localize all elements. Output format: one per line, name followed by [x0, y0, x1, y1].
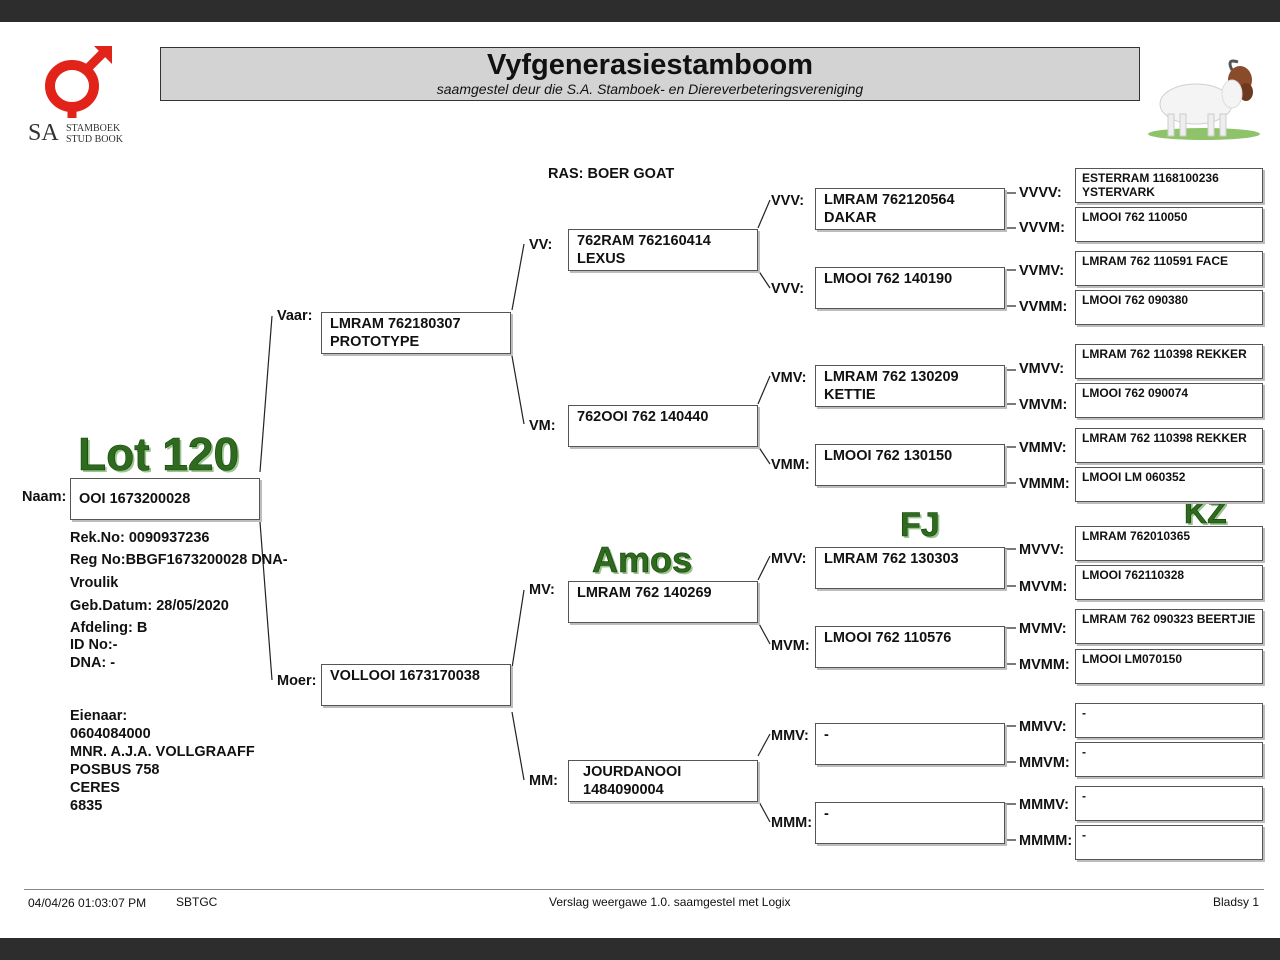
owner-number: 0604084000: [70, 726, 151, 742]
vm-label: VM:: [529, 418, 556, 434]
fj-annotation: FJ: [900, 506, 940, 545]
mvm-label: MVM:: [771, 638, 810, 654]
goat-icon: [1148, 59, 1260, 140]
dna: DNA: -: [70, 655, 116, 671]
g4-box-9: LMOOI 762110328: [1075, 565, 1263, 600]
g4-label-4: VMVV:: [1019, 361, 1065, 377]
vmm-label: VMM:: [771, 457, 810, 473]
mmm-box: -: [815, 802, 1005, 844]
g4-box-5: LMOOI 762 090074: [1075, 383, 1263, 418]
vvm-label: VVV:: [771, 281, 805, 297]
vaar-label: Vaar:: [277, 308, 313, 324]
owner-postcode: 6835: [70, 798, 103, 814]
sa-stud-book-logo: SA STAMBOEK STUD BOOK: [26, 44, 136, 148]
page-title: Vyfgenerasiestamboom: [486, 49, 814, 81]
g4-label-10: MVMV:: [1019, 621, 1067, 637]
g4-box-4: LMRAM 762 110398 REKKER: [1075, 344, 1263, 379]
mm-label: MM:: [529, 773, 558, 789]
breed-label: RAS: BOER GOAT: [548, 166, 675, 182]
subject-animal-box: OOI 1673200028: [70, 478, 260, 520]
mm-box: JOURDANOOI 1484090004: [568, 760, 758, 802]
g4-box-11: LMOOI LM070150: [1075, 649, 1263, 684]
boer-goat-picture: [1146, 52, 1262, 142]
g4-box-13: -: [1075, 742, 1263, 777]
g4-box-7: LMOOI LM 060352: [1075, 467, 1263, 502]
amos-annotation: Amos: [592, 539, 693, 580]
vvv-box: LMRAM 762120564 DAKAR: [815, 188, 1005, 230]
g4-label-11: MVMM:: [1019, 657, 1070, 673]
owner-address2: CERES: [70, 780, 120, 796]
gender-symbol-icon: [45, 46, 112, 118]
mv-label: MV:: [529, 582, 555, 598]
g4-box-14: -: [1075, 786, 1263, 821]
footer-divider: [24, 889, 1264, 890]
mvv-box: LMRAM 762 130303: [815, 547, 1005, 589]
sex: Vroulik: [70, 575, 119, 591]
rek-no: Rek.No: 0090937236: [70, 530, 210, 546]
g4-label-5: VMVM:: [1019, 397, 1068, 413]
top-dark-band: [0, 0, 1280, 22]
vv-box: 762RAM 762160414 LEXUS: [568, 229, 758, 271]
vmv-box: LMRAM 762 130209 KETTIE: [815, 365, 1005, 407]
owner-name: MNR. A.J.A. VOLLGRAAFF: [70, 744, 255, 760]
g4-label-0: VVVV:: [1019, 185, 1062, 201]
g4-box-1: LMOOI 762 110050: [1075, 207, 1263, 242]
g4-label-1: VVVM:: [1019, 220, 1065, 236]
g4-box-10: LMRAM 762 090323 BEERTJIE: [1075, 609, 1263, 644]
g4-label-13: MMVM:: [1019, 755, 1070, 771]
g4-label-7: VMMM:: [1019, 476, 1070, 492]
sire-box: LMRAM 762180307 PROTOTYPE: [321, 312, 511, 354]
footer-report: Verslag weergawe 1.0. saamgestel met Log…: [549, 895, 791, 909]
vvv-label: VVV:: [771, 193, 805, 209]
id-no: ID No:-: [70, 637, 118, 653]
vmv-label: VMV:: [771, 370, 807, 386]
moer-label: Moer:: [277, 673, 317, 689]
g4-label-9: MVVM:: [1019, 579, 1068, 595]
g4-label-15: MMMM:: [1019, 833, 1073, 849]
vmm-box: LMOOI 762 130150: [815, 444, 1005, 486]
g4-box-15: -: [1075, 825, 1263, 860]
birth-date: Geb.Datum: 28/05/2020: [70, 598, 229, 614]
bottom-dark-band: [0, 938, 1280, 960]
dam-box: VOLLOOI 1673170038: [321, 664, 511, 706]
vv-label: VV:: [529, 237, 553, 253]
g4-label-14: MMMV:: [1019, 797, 1069, 813]
logo-line1: STAMBOEK: [66, 123, 121, 134]
title-banner: Vyfgenerasiestamboom saamgestel deur die…: [160, 47, 1140, 101]
mvv-label: MVV:: [771, 551, 807, 567]
g4-box-0: ESTERRAM 1168100236 YSTERVARK: [1075, 168, 1263, 203]
logo-line2: STUD BOOK: [66, 134, 123, 145]
mmm-label: MMM:: [771, 815, 813, 831]
mmv-label: MMV:: [771, 728, 809, 744]
g4-label-8: MVVV:: [1019, 542, 1065, 558]
footer-code: SBTGC: [176, 895, 218, 909]
naam-label: Naam:: [22, 489, 67, 505]
g4-box-3: LMOOI 762 090380: [1075, 290, 1263, 325]
lot-annotation: Lot 120: [78, 428, 240, 481]
g4-label-12: MMVV:: [1019, 719, 1067, 735]
mmv-box: -: [815, 723, 1005, 765]
vm-box: 762OOI 762 140440: [568, 405, 758, 447]
logo-sa-text: SA: [28, 120, 59, 146]
g4-box-6: LMRAM 762 110398 REKKER: [1075, 428, 1263, 463]
footer-timestamp: 04/04/26 01:03:07 PM: [28, 896, 147, 910]
page-subtitle: saamgestel deur die S.A. Stamboek- en Di…: [436, 81, 864, 97]
owner-label: Eienaar:: [70, 708, 128, 724]
reg-no: Reg No:BBGF1673200028 DNA-: [70, 552, 288, 568]
afdeling: Afdeling: B: [70, 620, 148, 636]
mvm-box: LMOOI 762 110576: [815, 626, 1005, 668]
g4-label-6: VMMV:: [1019, 440, 1067, 456]
owner-address1: POSBUS 758: [70, 762, 160, 778]
vvm-box: LMOOI 762 140190: [815, 267, 1005, 309]
g4-box-8: LMRAM 762010365: [1075, 526, 1263, 561]
g4-box-2: LMRAM 762 110591 FACE: [1075, 251, 1263, 286]
g4-label-2: VVMV:: [1019, 263, 1065, 279]
g4-box-12: -: [1075, 703, 1263, 738]
mv-box: LMRAM 762 140269: [568, 581, 758, 623]
footer-page: Bladsy 1: [1213, 895, 1260, 909]
g4-label-3: VVMM:: [1019, 299, 1068, 315]
